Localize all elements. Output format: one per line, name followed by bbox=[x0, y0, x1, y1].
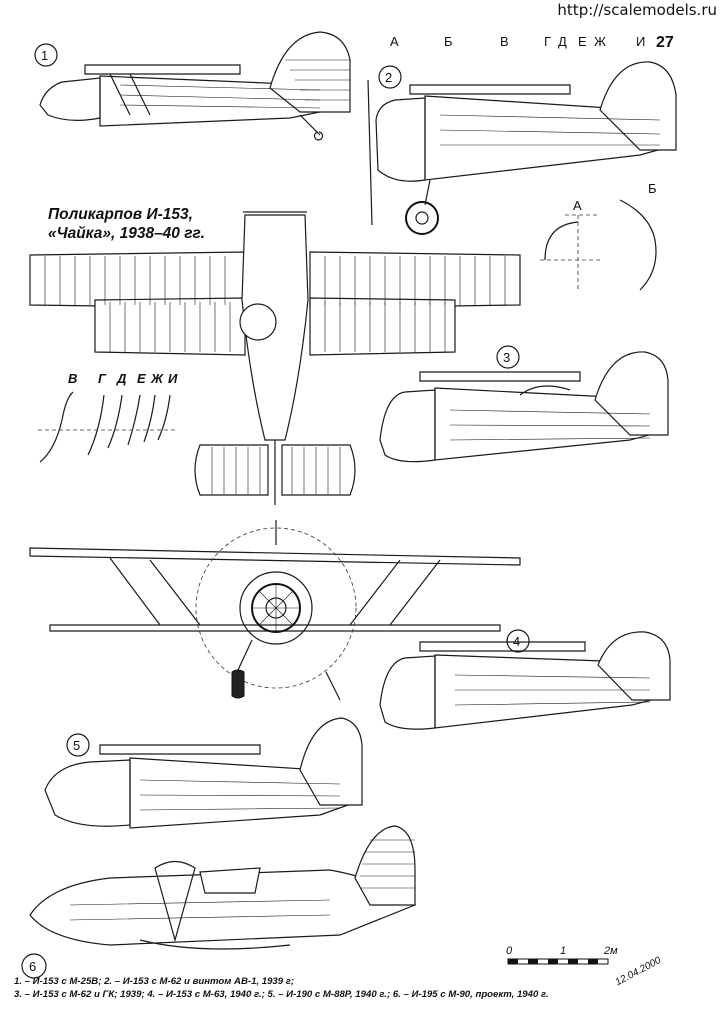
left-letter-v: В bbox=[68, 371, 77, 386]
cowling bbox=[379, 389, 436, 463]
signature: 12.04.2000 bbox=[614, 955, 664, 988]
top-letter-b: Б bbox=[444, 34, 453, 49]
top-plan-view bbox=[29, 211, 521, 505]
upper-wing-front bbox=[29, 547, 521, 566]
canopy bbox=[519, 385, 571, 396]
caption: 1. – И-153 с М-25В; 2. – И-153 с М-62 и … bbox=[14, 975, 549, 1001]
propeller bbox=[367, 79, 373, 226]
title-line-2: «Чайка», 1938–40 гг. bbox=[48, 225, 205, 242]
fin bbox=[354, 825, 416, 906]
engine-cowl bbox=[239, 571, 313, 645]
top-letter-zh: Ж bbox=[594, 34, 606, 49]
profile-view-1: 1 bbox=[34, 31, 351, 141]
cowling-plan bbox=[239, 303, 277, 341]
section-letters-top: А Б В Г Д Е Ж И bbox=[390, 34, 645, 49]
view-number-1: 1 bbox=[41, 48, 48, 63]
top-letter-v: В bbox=[500, 34, 509, 49]
scale-zero: 0 bbox=[506, 945, 513, 957]
watermark[interactable]: http://scalemodels.ru bbox=[553, 0, 721, 20]
main-wheel bbox=[405, 201, 439, 235]
left-letter-d: Д bbox=[116, 371, 127, 386]
section-profiles-left: В Г Д Е Ж И bbox=[38, 371, 178, 463]
top-letter-g: Г bbox=[544, 34, 551, 49]
view-number-5: 5 bbox=[73, 738, 80, 753]
lower-wing-6 bbox=[139, 939, 291, 950]
upper-wing bbox=[409, 84, 571, 95]
profile-view-4: 4 bbox=[379, 629, 671, 730]
stabilizer-right bbox=[281, 444, 356, 496]
view-number-3: 3 bbox=[503, 350, 510, 365]
lower-wing-right bbox=[309, 297, 456, 356]
left-letter-e: Е bbox=[137, 371, 146, 386]
view-number-6: 6 bbox=[29, 959, 36, 974]
lower-wing-front bbox=[49, 624, 501, 632]
top-letter-d: Д bbox=[558, 34, 567, 49]
tail-wheel bbox=[299, 114, 324, 141]
view-number-circle bbox=[34, 43, 58, 67]
top-letter-i: И bbox=[636, 34, 645, 49]
cowling bbox=[375, 97, 426, 182]
upper-wing bbox=[419, 641, 586, 652]
top-letter-a: А bbox=[390, 34, 399, 49]
upper-wing bbox=[84, 64, 241, 75]
fin bbox=[269, 31, 351, 113]
page-number: 27 bbox=[656, 34, 674, 51]
caption-line-2: 3. – И-153 с М-62 и ГК; 1939; 4. – И-153… bbox=[14, 989, 549, 1000]
stabilizer-left bbox=[194, 444, 269, 496]
cowling bbox=[44, 759, 131, 827]
section-profile-a-b: А Б bbox=[540, 181, 657, 291]
caption-line-1: 1. – И-153 с М-25В; 2. – И-153 с М-62 и … bbox=[14, 976, 295, 987]
top-letter-e: Е bbox=[578, 34, 587, 49]
section-mark-b: Б bbox=[648, 181, 657, 196]
title-line-1: Поликарпов И-153, bbox=[48, 206, 193, 223]
left-letter-g: Г bbox=[98, 371, 107, 386]
left-letter-i: И bbox=[168, 371, 178, 386]
canopy-6 bbox=[199, 867, 261, 894]
profile-view-5: 5 bbox=[44, 717, 363, 829]
wing-struts bbox=[109, 557, 441, 626]
scale-two: 2м bbox=[603, 945, 618, 957]
fin bbox=[597, 631, 671, 701]
fin bbox=[299, 717, 363, 806]
strut-6 bbox=[154, 860, 196, 943]
cowling bbox=[379, 655, 436, 730]
view-number-2: 2 bbox=[385, 70, 392, 85]
upper-wing bbox=[99, 744, 261, 755]
profile-view-3: 3 bbox=[379, 345, 669, 463]
front-view bbox=[29, 520, 521, 701]
profile-view-2: 2 bbox=[367, 61, 677, 235]
fin bbox=[594, 351, 669, 436]
fin bbox=[599, 61, 677, 151]
section-mark-a: А bbox=[573, 198, 582, 213]
left-wheel bbox=[231, 669, 245, 699]
propeller-disc bbox=[195, 527, 357, 689]
scale-one: 1 bbox=[560, 945, 566, 957]
upper-wing bbox=[419, 371, 581, 382]
left-letter-zh: Ж bbox=[150, 371, 164, 386]
profile-view-6: 6 bbox=[21, 825, 417, 979]
drawing-title: Поликарпов И-153, «Чайка», 1938–40 гг. bbox=[48, 205, 205, 243]
struts bbox=[109, 73, 151, 116]
cowling bbox=[39, 77, 101, 121]
